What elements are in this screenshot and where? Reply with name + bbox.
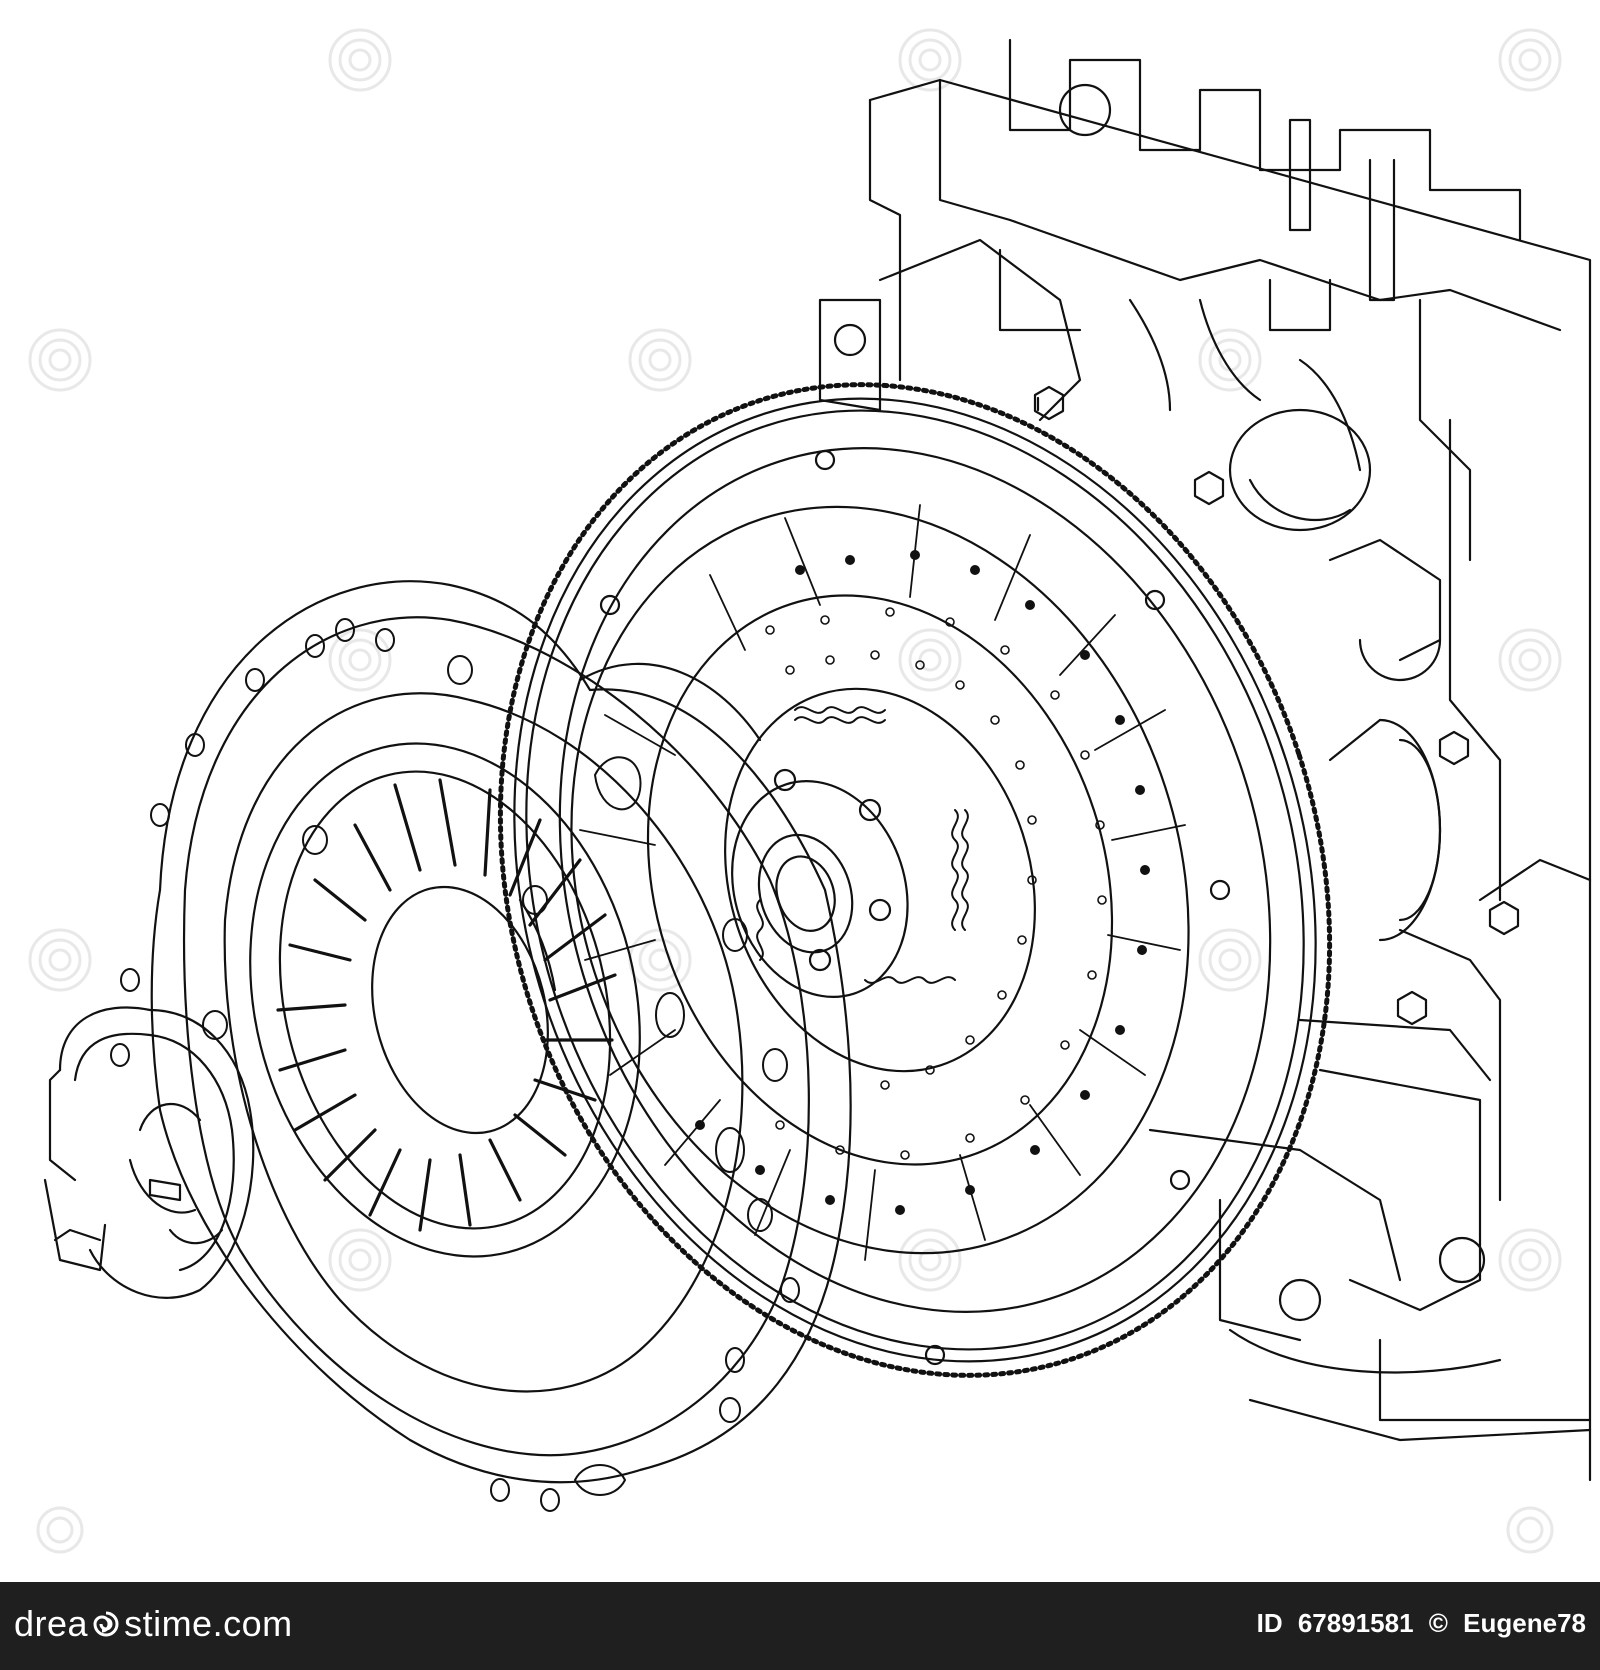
image-credit: ID 67891581 © Eugene78 <box>1249 1608 1586 1639</box>
engine-block <box>818 38 1592 1482</box>
bolt-icon <box>1396 990 1428 1026</box>
swirl-logo-icon <box>93 1611 119 1637</box>
author-name[interactable]: Eugene78 <box>1463 1608 1586 1638</box>
clutch-assembly-drawing <box>43 38 1592 1512</box>
damper-springs <box>756 706 969 984</box>
pressure-plate <box>110 580 852 1512</box>
footer-bar: drea stime.com ID 67891581 © Eugene78 <box>0 1582 1600 1670</box>
bolt-icon <box>1033 385 1065 421</box>
id-label: ID <box>1256 1608 1283 1638</box>
id-value: 67891581 <box>1297 1608 1414 1638</box>
copyright-icon: © <box>1428 1608 1448 1638</box>
brand-logo[interactable]: drea stime.com <box>14 1602 293 1646</box>
release-bearing <box>43 1006 255 1299</box>
brand-text-right: stime.com <box>124 1603 293 1644</box>
flywheel <box>497 382 1333 1378</box>
bolt-icon <box>1438 730 1470 766</box>
clutch-disc <box>570 504 1190 1261</box>
bolt-icon <box>1488 900 1520 936</box>
bolt-icon <box>1193 470 1225 506</box>
diaphragm-spring <box>276 778 617 1232</box>
brand-text-left: drea <box>14 1603 89 1644</box>
